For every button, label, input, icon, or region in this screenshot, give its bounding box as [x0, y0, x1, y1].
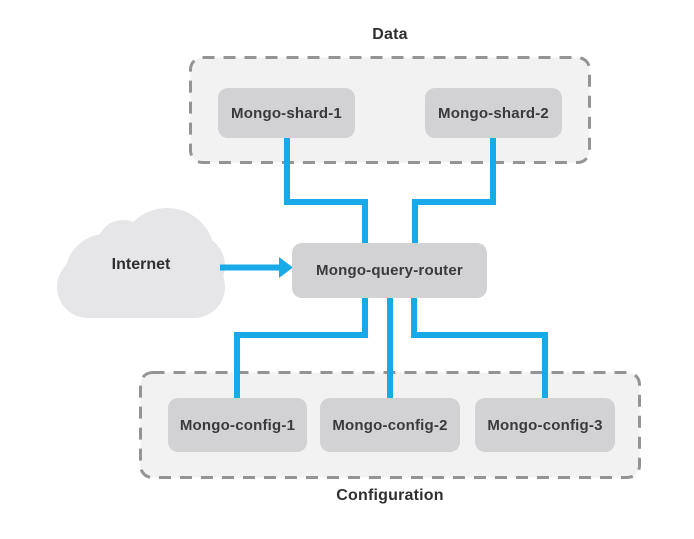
cloud-body: [57, 256, 225, 318]
node-mongo-config-3: Mongo-config-3: [475, 398, 615, 452]
node-mongo-shard-1: Mongo-shard-1: [218, 88, 355, 138]
node-mongo-query-router: Mongo-query-router: [292, 243, 487, 298]
node-mongo-config-2: Mongo-config-2: [320, 398, 460, 452]
connector-shard1-router: [284, 138, 368, 243]
node-mongo-config-1: Mongo-config-1: [168, 398, 307, 452]
data-group-label: Data: [372, 26, 408, 43]
internet-label: Internet: [111, 256, 171, 273]
connector-shard2-router: [412, 138, 496, 243]
node-mongo-shard-2: Mongo-shard-2: [425, 88, 562, 138]
connector-router-config3: [411, 298, 548, 398]
internet-arrow-head-icon: [279, 257, 293, 278]
connector-router-config1: [234, 298, 368, 398]
configuration-group-label: Configuration: [336, 487, 444, 504]
internet-cloud: Internet: [57, 208, 225, 318]
